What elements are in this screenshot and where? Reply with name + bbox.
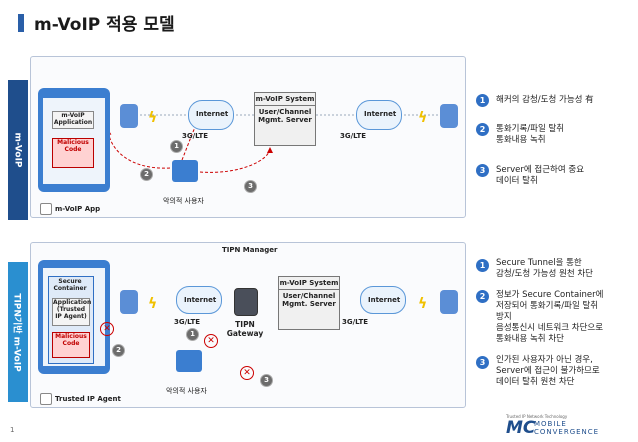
internet-cloud-icon-2 bbox=[356, 100, 402, 130]
bottom-malicious-box: Malicious Code bbox=[52, 332, 90, 358]
attacker-label: 악의적 사용자 bbox=[163, 197, 204, 205]
lightning-icon-2: ϟ bbox=[418, 110, 428, 126]
top-note-1-badge: 1 bbox=[476, 94, 489, 107]
tipn-manager-label: TIPN Manager bbox=[222, 246, 278, 254]
server-system-label-2: m-VoIP System bbox=[279, 277, 339, 290]
bottom-note-3-badge: 3 bbox=[476, 356, 489, 369]
legend-marker bbox=[40, 203, 52, 215]
top-phone bbox=[38, 88, 110, 192]
internet-label-4: Internet bbox=[368, 296, 401, 304]
top-step-1: 1 bbox=[170, 140, 183, 153]
side-tab-tipn: TIPN기반 m-VoIP bbox=[8, 262, 28, 402]
gateway-icon bbox=[234, 288, 258, 316]
bottom-note-2-badge: 2 bbox=[476, 290, 489, 303]
attacker-computer-icon-2 bbox=[176, 350, 202, 372]
bottom-app-box: Application (Trusted IP Agent) bbox=[52, 298, 91, 326]
logo-line-3: CONVERGENCE bbox=[534, 428, 600, 436]
top-note-1: 해커의 감청/도청 가능성 有 bbox=[496, 95, 594, 105]
block-x-icon-2: ✕ bbox=[100, 322, 114, 336]
network-label-3: 3G/LTE bbox=[174, 318, 201, 326]
network-label: 3G/LTE bbox=[182, 132, 209, 140]
bottom-step-3: 3 bbox=[260, 374, 273, 387]
top-app-box: m-VoIP Application bbox=[52, 111, 94, 129]
top-step-3: 3 bbox=[244, 180, 257, 193]
lightning-icon-4: ϟ bbox=[418, 296, 428, 312]
internet-label: Internet bbox=[196, 110, 229, 118]
top-attack-path-1 bbox=[181, 117, 201, 161]
legend-label: m-VoIP App bbox=[55, 205, 101, 213]
secure-container-label: Secure Container bbox=[53, 278, 87, 292]
top-step-2: 2 bbox=[140, 168, 153, 181]
lightning-icon: ϟ bbox=[148, 110, 158, 126]
top-mvoip-server: m-VoIP System User/Channel Mgmt. Server bbox=[254, 92, 316, 146]
attacker-label-2: 악의적 사용자 bbox=[166, 387, 207, 395]
page-title: m-VoIP 적용 모델 bbox=[34, 15, 175, 35]
legend-marker-2 bbox=[40, 393, 52, 405]
bottom-step-1: 1 bbox=[186, 328, 199, 341]
phone-device-icon-2 bbox=[440, 104, 458, 128]
top-attack-path-3 bbox=[199, 147, 273, 173]
top-note-3-badge: 3 bbox=[476, 164, 489, 177]
top-note-2-badge: 2 bbox=[476, 123, 489, 136]
server-mgmt-label-2: User/Channel Mgmt. Server bbox=[282, 292, 336, 308]
phone-device-icon bbox=[120, 104, 138, 128]
logo-line-2: MOBILE bbox=[534, 420, 567, 428]
internet-label-2: Internet bbox=[364, 110, 397, 118]
legend-label-2: Trusted IP Agent bbox=[55, 395, 121, 403]
phone-device-icon-4 bbox=[440, 290, 458, 314]
block-x-icon-3: ✕ bbox=[240, 366, 254, 380]
top-malicious-box: Malicious Code bbox=[52, 138, 94, 168]
internet-cloud-icon-4 bbox=[360, 286, 406, 314]
side-tab-mvoip: m-VoIP bbox=[8, 80, 28, 220]
side-tab-label-2: TIPN기반 m-VoIP bbox=[11, 292, 22, 372]
top-legend: m-VoIP App bbox=[40, 203, 100, 215]
internet-cloud-icon bbox=[188, 100, 234, 130]
attacker-computer-icon bbox=[172, 160, 198, 182]
logo-tagline: Trusted IP Network Technology bbox=[506, 414, 568, 419]
network-label-2: 3G/LTE bbox=[340, 132, 367, 140]
page-number: 1 bbox=[10, 426, 15, 434]
network-label-4: 3G/LTE bbox=[342, 318, 369, 326]
server-system-label: m-VoIP System bbox=[255, 93, 315, 106]
top-attack-path-2 bbox=[105, 129, 171, 169]
bottom-legend: Trusted IP Agent bbox=[40, 393, 121, 405]
company-logo: Trusted IP Network Technology MC MOBILE … bbox=[506, 414, 630, 438]
internet-cloud-icon-3 bbox=[176, 286, 222, 314]
internet-label-3: Internet bbox=[184, 296, 217, 304]
lightning-icon-3: ϟ bbox=[148, 296, 158, 312]
bottom-step-2: 2 bbox=[112, 344, 125, 357]
block-x-icon-1: ✕ bbox=[204, 334, 218, 348]
logo-mark: MC bbox=[506, 418, 536, 438]
server-mgmt-label: User/Channel Mgmt. Server bbox=[258, 108, 312, 124]
bottom-note-1-badge: 1 bbox=[476, 259, 489, 272]
title-accent-bar bbox=[18, 14, 24, 32]
phone-device-icon-3 bbox=[120, 290, 138, 314]
bottom-mvoip-server: m-VoIP System User/Channel Mgmt. Server bbox=[278, 276, 340, 330]
gateway-label: TIPN Gateway bbox=[226, 320, 264, 338]
